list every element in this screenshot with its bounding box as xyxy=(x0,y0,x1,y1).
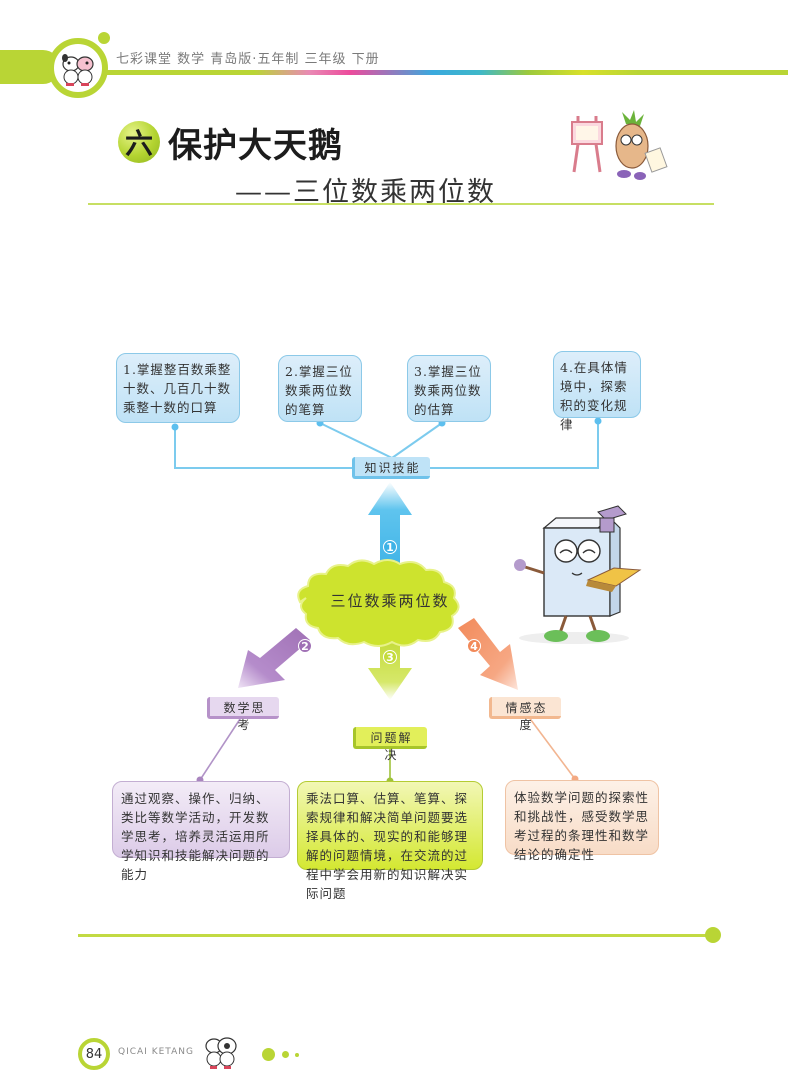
book-mascot-icon xyxy=(514,505,642,644)
footer-dot-medium xyxy=(282,1051,289,1058)
branch-tag-thinking: 数学思考 xyxy=(207,697,279,732)
footer-divider-end-dot xyxy=(705,927,721,943)
branch-number-1: 1 xyxy=(383,540,397,554)
knowledge-item-2: 2.掌握三位数乘两位数的笔算 xyxy=(278,355,362,422)
footer-dot-small xyxy=(295,1053,299,1057)
footer-brand: QICAI KETANG xyxy=(118,1047,194,1057)
branch-number-3: 3 xyxy=(383,650,397,664)
branch-number-4: 4 xyxy=(467,639,481,653)
branch-tag-knowledge: 知识技能 xyxy=(352,457,430,479)
header-logo-dot xyxy=(98,32,110,44)
branch-tag-problem-solving: 问题解决 xyxy=(353,727,427,762)
knowledge-item-1: 1.掌握整百数乘整十数、几百几十数乘整十数的口算 xyxy=(116,353,240,423)
mascot-dogs-icon xyxy=(62,54,94,86)
title-divider xyxy=(88,203,714,205)
page-subtitle: ——三位数乘两位数 xyxy=(235,177,496,208)
page-title: 保护大天鹅 xyxy=(168,126,343,166)
header-rainbow-line xyxy=(104,70,788,75)
detail-attitude: 体验数学问题的探索性和挑战性，感受数学思考过程的条理性和数学结论的确定性 xyxy=(505,780,659,862)
page-number: 84 xyxy=(78,1038,110,1070)
pineapple-mascot-icon xyxy=(571,110,668,180)
branch-tag-attitude: 情感态度 xyxy=(489,697,561,732)
footer-mascot-dogs-icon xyxy=(205,1037,237,1069)
chapter-number-badge: 六 xyxy=(118,121,160,163)
footer-divider xyxy=(78,934,708,937)
knowledge-item-3: 3.掌握三位数乘两位数的估算 xyxy=(407,355,491,422)
header-logo-ring xyxy=(48,38,108,98)
mindmap-center-topic: 三位数乘两位数 xyxy=(330,592,450,610)
detail-thinking: 通过观察、操作、归纳、类比等数学活动，开发数学思考，培养灵活运用所学知识和技能解… xyxy=(112,781,290,882)
knowledge-item-4: 4.在具体情境中，探索积的变化规律 xyxy=(553,351,641,432)
branch-number-2: 2 xyxy=(298,639,312,653)
header-series-text: 七彩课堂 数学 青岛版·五年制 三年级 下册 xyxy=(116,52,380,67)
detail-problem-solving: 乘法口算、估算、笔算、探索规律和解决简单问题要选择具体的、现实的和能够理解的问题… xyxy=(297,781,483,901)
footer-dot-large xyxy=(262,1048,275,1061)
